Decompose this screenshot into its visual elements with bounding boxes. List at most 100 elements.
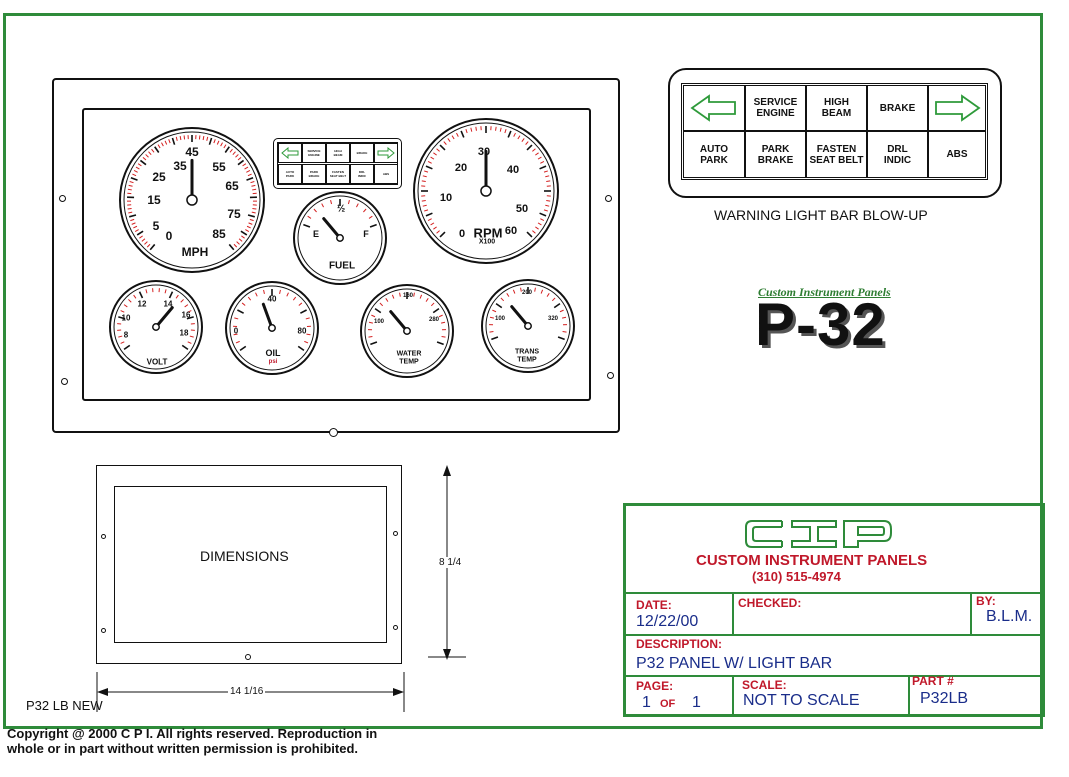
water-temp-gauge-tick: [436, 341, 444, 346]
company-phone: (310) 515-4974: [752, 569, 841, 584]
speedometer-tick: [128, 211, 133, 214]
speedometer-tick: [241, 235, 245, 239]
right-arrow-cell: [928, 85, 986, 131]
water-temp-gauge-ring: [364, 288, 450, 374]
voltmeter-tick-label: 14: [163, 299, 173, 309]
speedometer-tick: [157, 144, 161, 149]
page-total: 1: [692, 694, 701, 711]
speedometer-tick: [132, 173, 137, 177]
tachometer-tick: [543, 170, 548, 173]
tachometer-tick: [545, 204, 550, 207]
speedometer-tick: [250, 181, 255, 184]
speedometer-tick: [238, 238, 243, 242]
speedometer-tick: [168, 139, 171, 144]
tachometer-unit: RPM: [473, 225, 503, 241]
oil-tick-label: 40: [267, 294, 277, 304]
light-bar-caption: WARNING LIGHT BAR BLOW-UP: [714, 207, 928, 223]
voltmeter-tick-label: 8: [123, 330, 129, 340]
speedometer-tick: [137, 163, 142, 167]
oil-pressure-gauge-tick: [263, 289, 265, 294]
light-fasten-seat-belt: FASTEN SEAT BELT: [806, 131, 867, 178]
tachometer-tick: [456, 132, 459, 137]
trans-temp-gauge-tick: [520, 287, 522, 292]
speedometer-tick-label: 0: [165, 229, 173, 243]
title-block-rule: [732, 592, 734, 635]
water-temp-gauge-tick: [370, 341, 378, 346]
voltmeter-unit: VOLT: [146, 357, 168, 367]
trans-temp-gauge-tick: [553, 302, 561, 309]
voltmeter-tick: [128, 299, 132, 303]
trans-temp-gauge-tick: [500, 297, 505, 302]
light-bar-inner: [681, 83, 988, 180]
tachometer-tick: [427, 161, 432, 164]
tachometer-tick: [532, 148, 536, 152]
speedometer-tick: [251, 184, 256, 187]
voltmeter-tick: [164, 289, 167, 294]
tachometer-tick: [535, 152, 539, 156]
oil-pressure-gauge-tick: [298, 302, 303, 306]
speedometer-tick: [164, 140, 168, 145]
description-label: DESCRIPTION:: [636, 637, 723, 651]
logo-tagline: Custom Instrument Panels: [758, 285, 891, 299]
tachometer-tick: [465, 129, 468, 134]
fuel-empty-label: E: [312, 229, 320, 239]
oil-sub: psi: [268, 359, 278, 365]
checked-label: CHECKED:: [738, 596, 802, 610]
trans-sub: TEMP: [517, 356, 537, 364]
water-sub: TEMP: [399, 358, 419, 366]
voltmeter-tick-label: 16: [181, 310, 191, 320]
tachometer-tick: [433, 226, 437, 230]
speedometer-tick: [144, 241, 148, 245]
mount-hole-icon: [393, 625, 398, 630]
oil-unit: OIL: [265, 348, 281, 358]
tachometer-tick-label: 10: [439, 192, 453, 204]
voltmeter-tick: [118, 335, 123, 338]
dimensions-label: DIMENSIONS: [200, 548, 289, 564]
tachometer-ring: [417, 122, 555, 260]
fuel-gauge-tick: [347, 200, 350, 205]
light-park-brake: PARK BRAKE: [745, 131, 806, 178]
water-tick-label: 160: [402, 293, 414, 299]
speedometer-tick: [244, 166, 249, 170]
title-block-rule: [626, 634, 1042, 636]
oil-pressure-gauge-needle: [261, 302, 274, 330]
voltmeter-tick: [180, 299, 184, 303]
left-arrow-icon: [690, 94, 736, 122]
trans-temp-gauge-tick: [562, 330, 567, 333]
model-name: P-32: [755, 291, 886, 358]
fuel-gauge-tick: [313, 208, 317, 213]
voltmeter-tick: [138, 291, 144, 299]
tachometer-tick: [545, 175, 550, 178]
tachometer-tick: [495, 126, 497, 131]
tachometer-tick: [543, 209, 548, 212]
oil-pressure-gauge-tick: [234, 317, 239, 320]
water-temp-gauge-tick: [419, 294, 423, 299]
oil-tick-label: 80: [297, 326, 307, 336]
tachometer-tick-label: 40: [506, 164, 520, 176]
speedometer-tick: [154, 146, 160, 153]
fuel-gauge-tick: [330, 200, 333, 205]
water-temp-gauge-tick: [430, 302, 435, 307]
speedometer-tick: [171, 137, 176, 145]
oil-pressure-gauge-tick: [237, 309, 244, 314]
trans-temp-gauge-tick: [506, 293, 510, 297]
mini-light-bar: [273, 138, 402, 189]
speedometer-tick: [130, 177, 138, 181]
mount-hole-icon: [59, 195, 66, 202]
trans-temp-gauge-tick: [491, 336, 499, 341]
water-temp-gauge-needle: [389, 310, 409, 333]
page-border: [3, 13, 1043, 729]
speedometer-tick: [220, 142, 223, 147]
speedometer-tick: [236, 241, 240, 245]
trans-temp-gauge-tick: [540, 289, 544, 294]
speedometer-tick-label: 85: [212, 227, 226, 241]
tachometer-tick: [517, 135, 521, 140]
by-label: BY:: [976, 594, 996, 608]
fuel-gauge-hub: [336, 234, 344, 242]
tachometer-tick: [526, 144, 533, 151]
water-temp-gauge-tick: [425, 298, 429, 302]
oil-pressure-gauge-tick: [305, 317, 310, 320]
title-block-rule: [626, 592, 1042, 594]
right-arrow-icon: [935, 94, 981, 122]
